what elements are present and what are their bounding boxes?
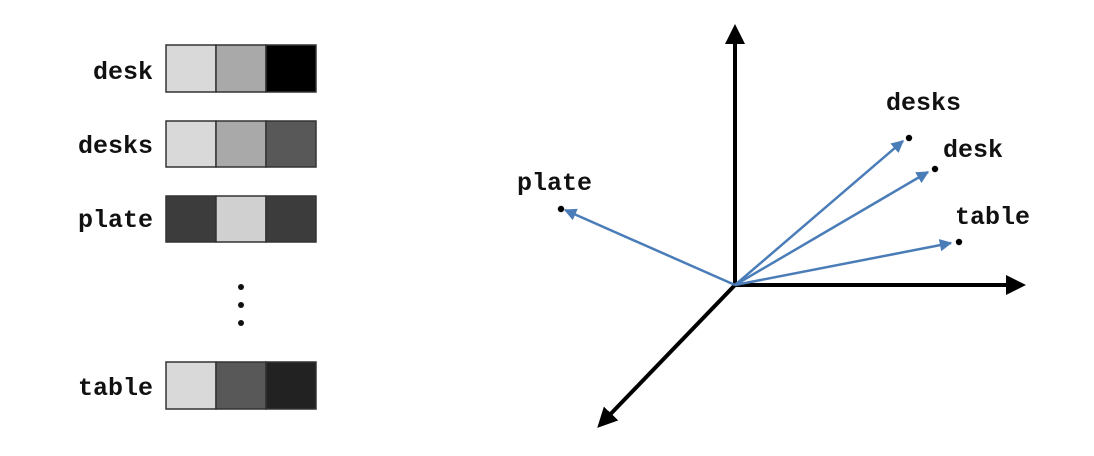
- vector-point-plate: [557, 205, 565, 213]
- ellipsis-dot: [238, 284, 244, 290]
- vector-arrow-table: [734, 239, 953, 287]
- embedding-cell: [265, 361, 317, 410]
- ellipsis-dot: [238, 320, 244, 326]
- vector-arrow-plate: [563, 208, 736, 287]
- embedding-row-desk: desk: [93, 44, 317, 93]
- vector-point-desk: [931, 165, 939, 173]
- embedding-row-table: table: [78, 361, 317, 410]
- embedding-cell: [215, 120, 267, 168]
- embedding-cell: [265, 120, 317, 168]
- embedding-table: desk desks plate table: [78, 44, 317, 410]
- vector-point-desks: [905, 134, 913, 142]
- embedding-cell: [215, 44, 267, 93]
- vector-arrow-desk: [734, 170, 930, 287]
- vector-label-table: table: [955, 203, 1030, 232]
- embedding-word-label: plate: [78, 206, 153, 235]
- embedding-word-label: table: [78, 374, 153, 403]
- vector-label-plate: plate: [517, 169, 592, 198]
- embedding-word-label: desks: [78, 132, 153, 161]
- vector-space: desks desk plate table: [517, 24, 1030, 428]
- vector-arrow-desks: [734, 140, 904, 286]
- embedding-cell: [215, 195, 267, 243]
- ellipsis-dots: [238, 284, 244, 326]
- vector-label-desks: desks: [886, 89, 961, 118]
- vector-label-desk: desk: [943, 136, 1003, 165]
- ellipsis-dot: [238, 302, 244, 308]
- embedding-row-desks: desks: [78, 120, 317, 168]
- embedding-cell: [215, 361, 267, 410]
- embedding-row-plate: plate: [78, 195, 317, 243]
- embedding-cell: [165, 44, 217, 93]
- embedding-cell: [265, 195, 317, 243]
- embedding-cell: [165, 120, 217, 168]
- vector-point-table: [955, 238, 963, 246]
- embedding-cell: [265, 44, 317, 93]
- embedding-cell: [165, 361, 217, 410]
- embedding-cell: [165, 195, 217, 243]
- embedding-word-label: desk: [93, 58, 153, 87]
- z-axis: [597, 283, 737, 428]
